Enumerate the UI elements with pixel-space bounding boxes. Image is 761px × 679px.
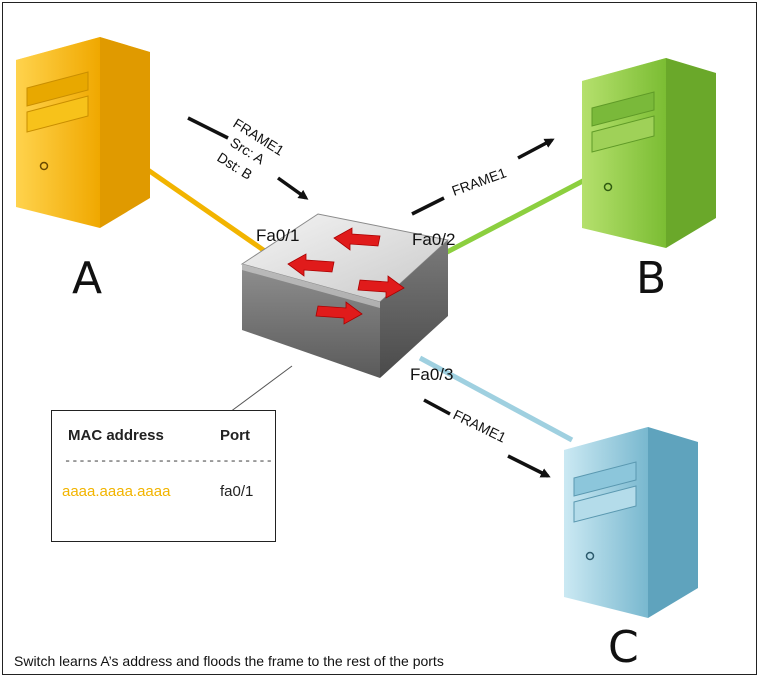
port-label-fa0-2: Fa0/2 [412,230,455,249]
frame-arrow-in-1 [187,116,229,140]
server-b-icon [582,58,716,248]
frame-label-to-b: FRAME1 [450,164,509,199]
mac-table-row-mac: aaaa.aaaa.aaaa [62,483,171,500]
table-connector [229,365,293,413]
mac-table-header-mac: MAC address [68,427,164,444]
host-b-label: B [636,253,666,304]
switch-arrow-1 [333,227,381,251]
host-a-label: A [72,253,102,304]
frame-arrow-to-b-1 [411,196,445,216]
server-a-icon [16,37,150,228]
link-b [426,169,602,265]
link-c [418,355,574,443]
switch-icon [240,213,450,378]
port-label-fa0-3: Fa0/3 [410,365,453,384]
mac-table-row-port: fa0/1 [220,483,254,500]
diagram-caption: Switch learns A’s address and floods the… [14,653,444,669]
mac-table-header-port: Port [220,427,250,444]
link-a [146,167,274,259]
host-c-label: C [608,622,639,673]
switch-arrow-3 [357,275,405,299]
frame-arrow-in-2 [276,176,309,200]
frame-arrow-to-c-1 [423,398,451,416]
switch-forwarding-arrows [287,227,405,325]
frame-label-to-c: FRAME1 [451,406,509,445]
frame-arrow-to-b-2 [517,138,555,160]
server-c-icon [564,427,698,618]
frame-arrow-to-c-2 [507,454,551,478]
switch-arrow-4 [315,301,363,325]
switch-arrow-2 [287,253,335,277]
port-label-fa0-1: Fa0/1 [256,226,299,245]
mac-address-table: MAC address Port -----------------------… [51,410,276,542]
mac-table-separator: ----------------------------- [64,454,273,468]
